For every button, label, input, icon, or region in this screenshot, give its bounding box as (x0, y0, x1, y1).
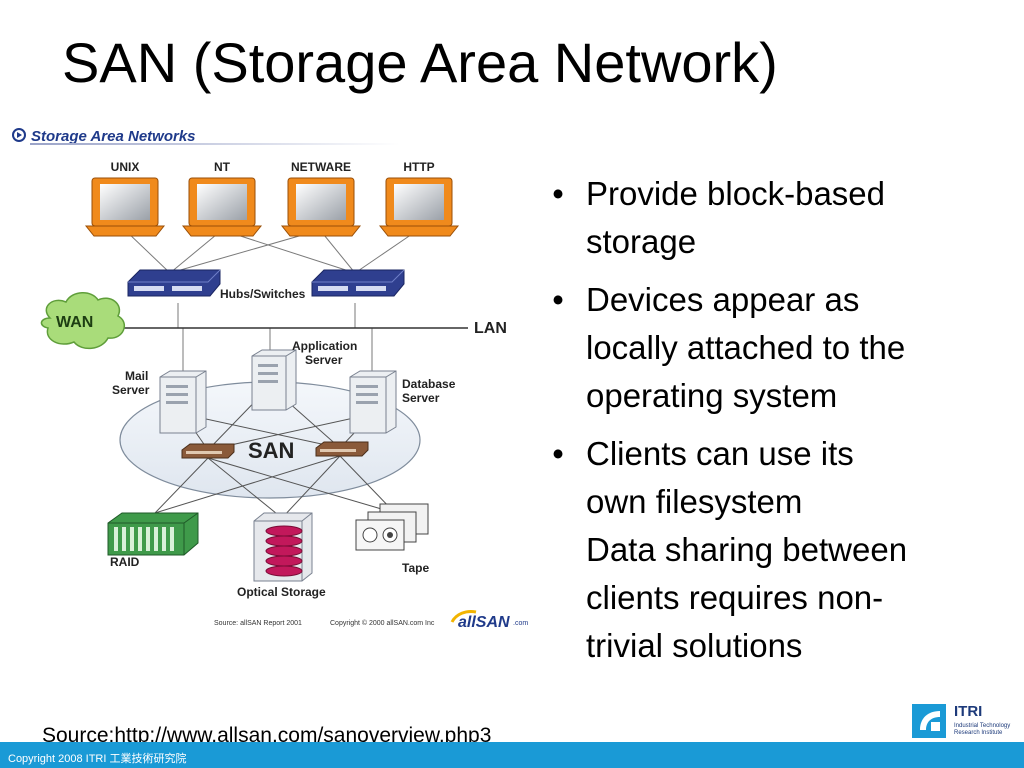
bullet-dot: • (552, 175, 564, 212)
bullet-item: • Clients can use its own filesystem Dat… (548, 430, 988, 670)
san-label: SAN (248, 438, 294, 463)
bullet-dot: • (552, 281, 564, 318)
client-monitor: NT (181, 160, 263, 237)
itri-mark-icon (912, 704, 946, 738)
network-switch (311, 269, 405, 297)
source-note: Source:http://www.allsan.com/sanoverview… (42, 724, 492, 747)
san-diagram: Storage Area Networks LAN WAN (0, 118, 540, 638)
raid-array (107, 512, 199, 556)
san-switch (181, 443, 235, 459)
hubs-label: Hubs/Switches (220, 287, 306, 301)
slide-title: SAN (Storage Area Network) (62, 31, 778, 94)
diagram-copyright: Copyright © 2000 allSAN.com Inc (330, 619, 435, 627)
svg-text:allSAN: allSAN (458, 614, 510, 631)
mail-server-label: Mail Server (112, 369, 152, 397)
bullet-list: • Provide block-based storage • Devices … (548, 170, 988, 680)
diagram-source-credit: Source: allSAN Report 2001 (214, 620, 302, 627)
database-server-label: Database Server (402, 377, 459, 405)
footer-copyright: Copyright 2008 ITRI 工業技術研究院 (8, 753, 187, 765)
svg-text:HTTP: HTTP (403, 160, 434, 174)
itri-name: ITRI (954, 703, 983, 720)
database-server (349, 370, 397, 434)
network-switch (127, 269, 221, 297)
itri-logo: ITRI Industrial Technology Research Inst… (912, 702, 1022, 742)
application-server (251, 349, 297, 411)
client-monitor: UNIX (84, 160, 166, 237)
client-monitor: HTTP (378, 160, 460, 237)
bullet-item: • Provide block-based storage (548, 170, 988, 266)
tape-label: Tape (402, 561, 429, 575)
itri-subtitle: Industrial Technology Research Institute (954, 723, 1011, 736)
connection-lines (124, 229, 419, 373)
bullet-dot: • (552, 435, 564, 472)
optical-storage-label: Optical Storage (237, 585, 326, 599)
svg-text:WAN: WAN (56, 314, 93, 331)
lan-label: LAN (474, 320, 507, 337)
raid-label: RAID (110, 555, 140, 569)
application-server-label: Application Server (292, 339, 361, 367)
optical-storage (253, 512, 313, 582)
svg-text:NT: NT (214, 160, 231, 174)
wan-cloud: WAN (40, 292, 126, 350)
svg-text:UNIX: UNIX (111, 160, 140, 174)
mail-server (159, 370, 207, 434)
svg-text:NETWARE: NETWARE (291, 160, 351, 174)
diagram-header-text: Storage Area Networks (31, 128, 196, 145)
tape-drive (355, 503, 429, 551)
allsan-logo: allSAN .com (450, 610, 528, 631)
footer-bar: Copyright 2008 ITRI 工業技術研究院 (0, 742, 1024, 768)
bullet-item: • Devices appear as locally attached to … (548, 276, 988, 420)
svg-text:.com: .com (513, 620, 528, 627)
client-monitor: NETWARE (280, 160, 362, 237)
san-switch (315, 441, 369, 457)
diagram-header: Storage Area Networks (12, 128, 400, 145)
